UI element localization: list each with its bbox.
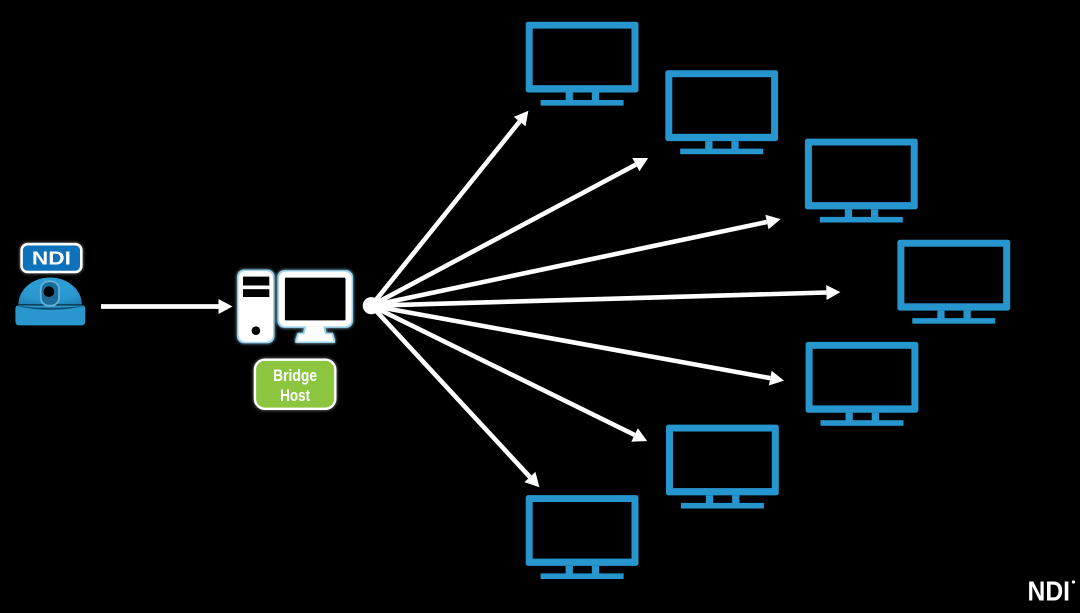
svg-text:NDI: NDI: [1028, 576, 1071, 607]
svg-text:Bridge: Bridge: [273, 367, 317, 385]
svg-text:NDI: NDI: [32, 248, 71, 269]
svg-text:Host: Host: [280, 387, 310, 405]
